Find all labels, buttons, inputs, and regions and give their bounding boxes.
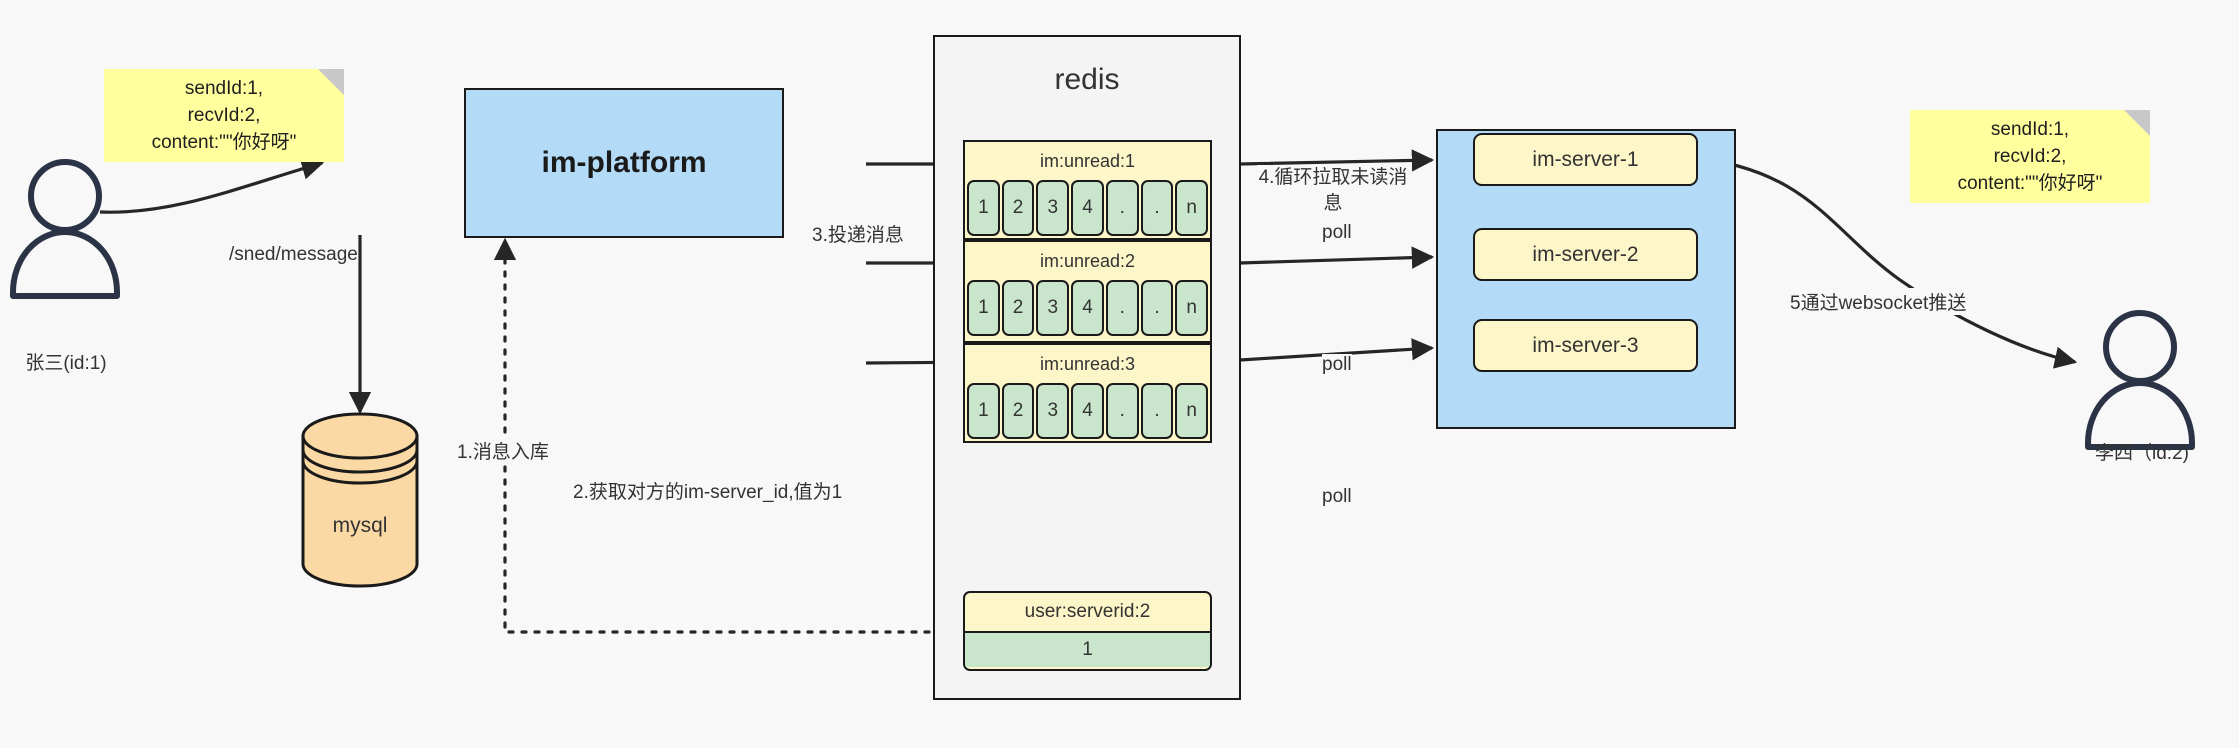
note-fold-corner [2124, 110, 2150, 136]
queue-cell: 1 [967, 180, 1000, 236]
queue-cell: 2 [1001, 180, 1035, 236]
edge-label-step3: 3.投递消息 [812, 220, 904, 247]
edge-label-step2: 2.获取对方的im-server_id,值为1 [573, 477, 843, 504]
note-line-1: sendId:1, [184, 78, 264, 99]
edge-send-message [99, 157, 325, 214]
queue-cells: 1 2 3 4 . . n [965, 383, 1210, 441]
im-server-3-label: im-server-3 [1532, 333, 1639, 357]
redis-title: redis [1054, 63, 1120, 96]
im-server-1-box[interactable]: im-server-1 [1473, 133, 1698, 186]
note-line-2: recvId:2, [1993, 146, 2067, 167]
queue-cell: 3 [1036, 383, 1070, 439]
edge-step5-websocket [1689, 155, 2078, 369]
database-cylinder-icon [301, 412, 419, 588]
queue-cell: 2 [1001, 280, 1035, 336]
redis-queue-im-unread-3[interactable]: im:unread:3 1 2 3 4 . . n [963, 343, 1212, 443]
redis-queue-im-unread-2[interactable]: im:unread:2 1 2 3 4 . . n [963, 240, 1212, 343]
note-fold-corner [318, 69, 344, 95]
edge-label-poll-3: poll [1322, 486, 1352, 508]
edge-label-step4: 4.循环拉取未读消息 [1257, 165, 1409, 217]
edge-step2-serverid [493, 237, 957, 634]
im-server-1-label: im-server-1 [1532, 147, 1639, 171]
im-server-2-label: im-server-2 [1532, 242, 1639, 266]
queue-cells: 1 2 3 4 . . n [965, 180, 1210, 238]
kv-value-label: 1 [965, 633, 1210, 667]
mysql-label: mysql [332, 513, 388, 537]
queue-cell: 3 [1036, 280, 1070, 336]
edge-label-poll-2: poll [1322, 354, 1352, 376]
queue-cell: . [1140, 280, 1174, 336]
queue-cell: . [1105, 280, 1139, 336]
queue-cell: 4 [1071, 180, 1104, 236]
edge-label-send-message: /sned/message [229, 244, 358, 266]
note-line-1: sendId:1, [1990, 119, 2070, 140]
user-icon-receiver [2085, 310, 2195, 450]
im-server-3-box[interactable]: im-server-3 [1473, 319, 1698, 372]
user-icon-sender [10, 159, 120, 299]
queue-cells: 1 2 3 4 . . n [965, 280, 1210, 338]
note-line-3: content:""你好呀" [1957, 173, 2103, 194]
queue-cell: n [1175, 180, 1209, 236]
queue-cell: 3 [1036, 180, 1070, 236]
queue-cell: . [1140, 383, 1174, 439]
queue-cell: 4 [1071, 280, 1104, 336]
queue-cell: . [1105, 383, 1139, 439]
sender-label: 张三(id:1) [25, 353, 107, 374]
receiver-label: 李四（id:2) [2095, 443, 2189, 464]
queue-cell: . [1140, 180, 1174, 236]
mysql-node[interactable]: mysql [303, 414, 417, 586]
queue-cell: 1 [967, 280, 1000, 336]
note-line-3: content:""你好呀" [151, 132, 297, 153]
queue-key-label: im:unread:2 [1039, 251, 1136, 271]
queue-cell: n [1175, 383, 1209, 439]
redis-kv-user-serverid[interactable]: user:serverid:2 1 [963, 591, 1212, 671]
queue-cell: 2 [1001, 383, 1035, 439]
edge-label-step5: 5通过websocket推送 [1790, 288, 1967, 315]
edge-label-poll-1: poll [1322, 222, 1352, 244]
note-receiver-payload: sendId:1, recvId:2, content:""你好呀" [1910, 110, 2150, 203]
queue-cell: 4 [1071, 383, 1104, 439]
queue-cell: 1 [967, 383, 1000, 439]
queue-key-label: im:unread:3 [1039, 354, 1136, 374]
redis-queue-im-unread-1[interactable]: im:unread:1 1 2 3 4 . . n [963, 140, 1212, 240]
queue-key-label: im:unread:1 [1039, 151, 1136, 171]
queue-cell: . [1105, 180, 1139, 236]
im-platform-label: im-platform [541, 146, 707, 179]
note-line-2: recvId:2, [187, 105, 261, 126]
im-server-2-box[interactable]: im-server-2 [1473, 228, 1698, 281]
queue-cell: n [1175, 280, 1209, 336]
kv-key-label: user:serverid:2 [965, 593, 1210, 633]
edge-label-step1: 1.消息入库 [457, 437, 549, 464]
note-sender-payload: sendId:1, recvId:2, content:""你好呀" [104, 69, 344, 162]
im-platform-box[interactable]: im-platform [464, 88, 784, 238]
